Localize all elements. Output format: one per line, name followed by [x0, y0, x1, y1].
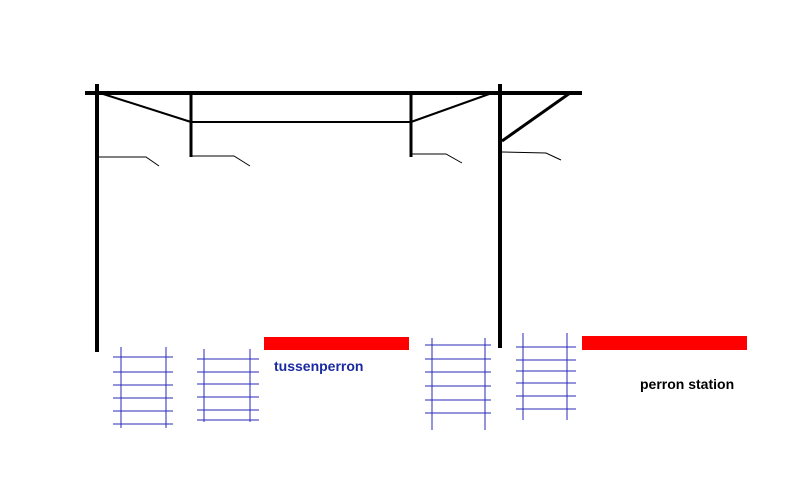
railway-track-icon: [425, 338, 491, 430]
registration-arm: [412, 153, 463, 164]
registration-arm: [192, 155, 251, 167]
tracks: [113, 333, 576, 430]
railway-track-icon: [516, 333, 576, 420]
portal-structure: [85, 84, 582, 352]
railway-track-icon: [197, 349, 259, 422]
cantilever-bracket: [501, 91, 571, 143]
platforms: [264, 336, 747, 350]
station-platform-label: perron station: [640, 376, 735, 392]
station-platform-bar: [582, 336, 747, 350]
inner-platform-label: tussenperron: [274, 358, 364, 374]
registration-arm: [99, 156, 160, 167]
span-diagonal-right: [410, 92, 493, 123]
registration-arm: [501, 151, 562, 161]
registration-arms: [99, 151, 562, 167]
inner-platform-bar: [264, 337, 409, 350]
span-diagonal-left: [99, 92, 192, 123]
railway-track-icon: [113, 347, 173, 428]
